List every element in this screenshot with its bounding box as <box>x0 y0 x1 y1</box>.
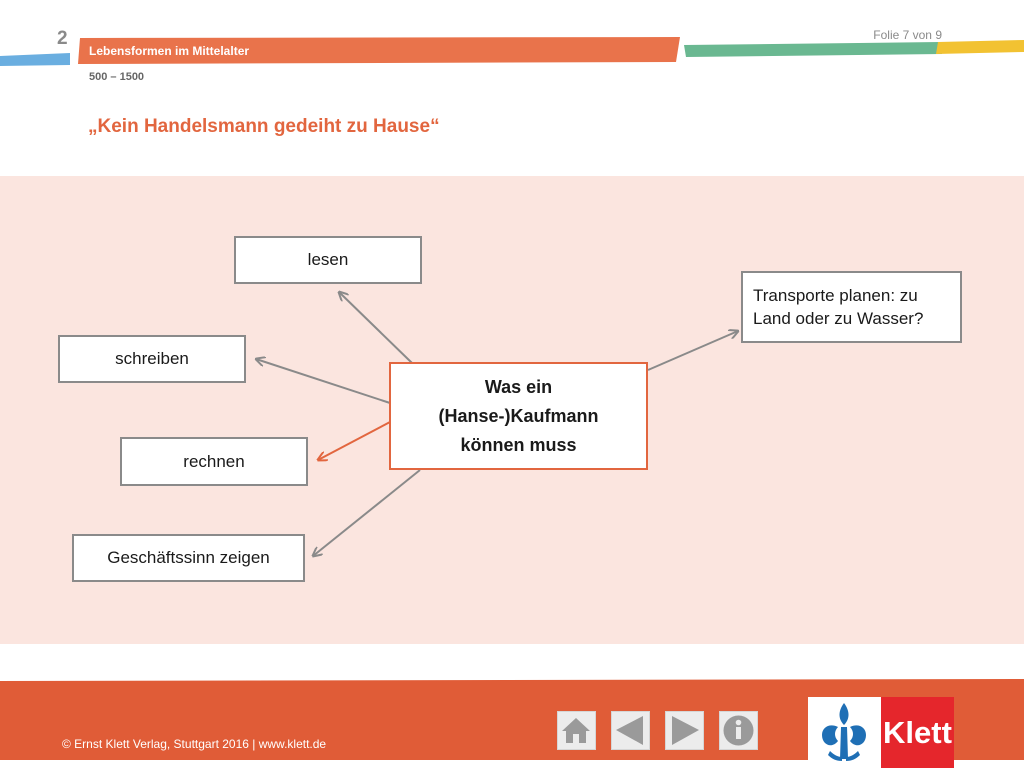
period-label: 500 – 1500 <box>89 71 145 83</box>
next-button[interactable] <box>665 711 704 750</box>
previous-button[interactable] <box>611 711 650 750</box>
chapter-number: 2 <box>57 28 68 49</box>
yellow-band <box>936 40 1024 54</box>
next-icon <box>672 716 699 745</box>
node-transport-line1: Transporte planen: zu <box>753 286 918 305</box>
arrow-to-transport <box>647 331 738 371</box>
center-line-2: (Hanse-)Kaufmann <box>438 405 599 426</box>
green-band <box>684 42 942 57</box>
center-line-1: Was ein <box>484 376 553 397</box>
blue-band <box>0 53 70 66</box>
klett-wordmark: Klett <box>883 714 952 750</box>
node-geschaeftssinn: Geschäftssinn zeigen <box>72 534 305 582</box>
klett-wordmark-box: Klett <box>881 697 954 768</box>
center-line-3: können muss <box>460 434 577 455</box>
info-icon <box>723 715 754 746</box>
klett-logo: Klett <box>808 697 954 768</box>
node-transport: Transporte planen: zu Land oder zu Wasse… <box>741 271 962 343</box>
home-button[interactable] <box>557 711 596 750</box>
arrow-to-geschaeftssinn <box>313 469 421 556</box>
center-node: Was ein (Hanse-)Kaufmann können muss <box>389 362 648 470</box>
node-rechnen: rechnen <box>120 437 308 486</box>
previous-icon <box>616 716 643 745</box>
slide-title: „Kein Handelsmann gedeiht zu Hause“ <box>88 116 440 137</box>
header-color-bands <box>0 37 1024 66</box>
orange-band <box>78 37 680 64</box>
node-schreiben: schreiben <box>58 335 246 383</box>
home-icon <box>562 718 590 743</box>
klett-flower-icon <box>822 703 866 761</box>
arrow-to-rechnen <box>318 421 391 460</box>
footer-band <box>0 679 1024 760</box>
node-transport-line2: Land oder zu Wasser? <box>753 309 924 328</box>
info-button[interactable] <box>719 711 758 750</box>
arrow-to-schreiben <box>256 359 391 404</box>
slide-counter: Folie 7 von 9 <box>873 28 942 42</box>
chapter-title: Lebensformen im Mittelalter <box>89 44 250 58</box>
node-lesen: lesen <box>234 236 422 284</box>
arrow-to-lesen <box>339 292 413 364</box>
copyright: © Ernst Klett Verlag, Stuttgart 2016 | w… <box>62 737 327 751</box>
